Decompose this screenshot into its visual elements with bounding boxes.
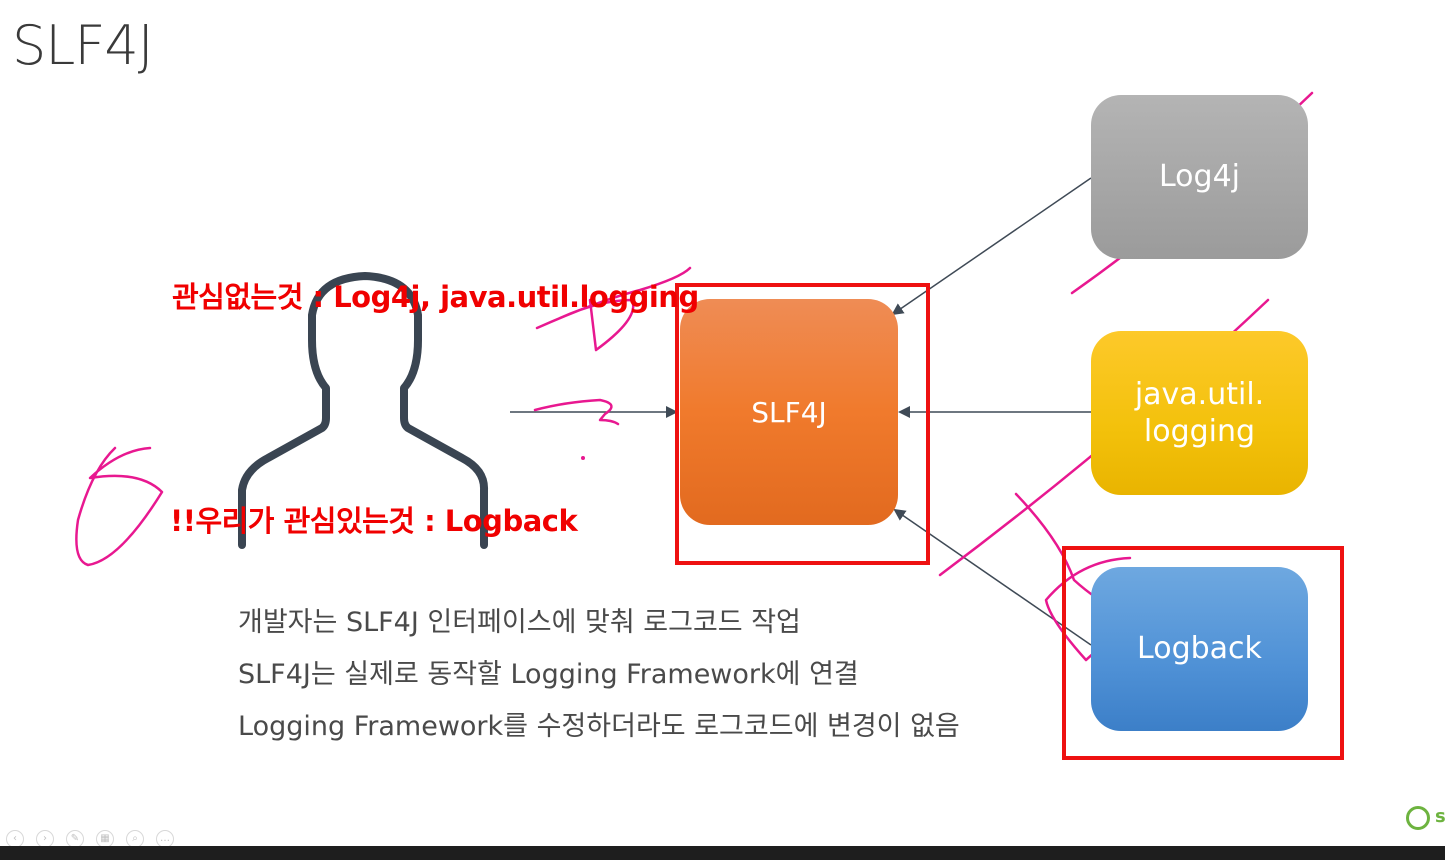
logback-box: Logback <box>1091 567 1308 731</box>
slf4j-box-label: SLF4J <box>751 395 827 429</box>
circle-scribble-left <box>75 446 164 567</box>
logback-box-label: Logback <box>1137 631 1262 667</box>
scribble-not-interested <box>535 266 692 352</box>
arrow-scribble <box>533 398 620 426</box>
log4j-box-label: Log4j <box>1158 159 1240 195</box>
spring-logo-letter: s <box>1435 806 1445 827</box>
interested-annotation: !!우리가 관심있는것 : Logback <box>170 504 578 538</box>
slf4j-box: SLF4J <box>680 299 898 525</box>
slide-title: SLF4J <box>12 14 154 77</box>
logback-highlight-frame <box>1062 546 1344 760</box>
spring-logo-icon <box>1406 806 1430 830</box>
description-line: Logging Framework를 수정하더라도 로그코드에 변경이 없음 <box>238 711 960 742</box>
java-util-logging-box: java.util. logging <box>1091 331 1308 495</box>
jul-box-label-line2: logging <box>1143 414 1256 449</box>
jul-box-label-line1: java.util. <box>1134 376 1265 412</box>
not-interested-annotation: 관심없는것 : Log4j, java.util.logging <box>172 280 699 314</box>
pen-dot <box>581 456 585 460</box>
description-line: 개발자는 SLF4J 인터페이스에 맞춰 로그코드 작업 <box>238 607 801 638</box>
log4j-box: Log4j <box>1091 95 1308 259</box>
slf4j-highlight-frame <box>675 283 930 565</box>
description-line: SLF4J는 실제로 동작할 Logging Framework에 연결 <box>238 659 859 690</box>
taskbar-strip <box>0 846 1445 860</box>
developer-person-icon <box>238 272 489 549</box>
